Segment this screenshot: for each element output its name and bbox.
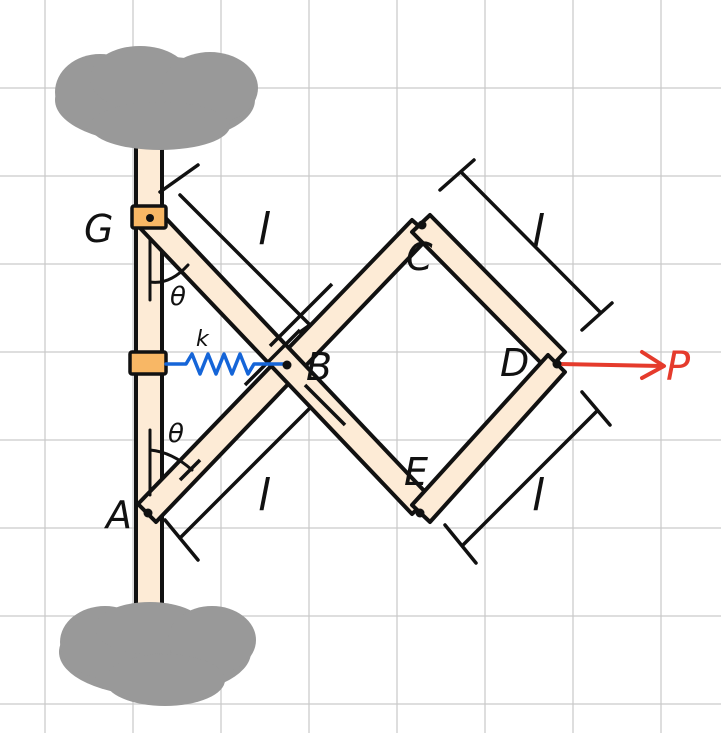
pin-g (146, 214, 154, 222)
label-d: D (500, 341, 529, 385)
pin-c (417, 220, 427, 230)
bar-e-d (410, 353, 567, 524)
collar-middle (128, 350, 168, 376)
label-a: A (103, 493, 132, 537)
dimension-lines (158, 158, 614, 565)
label-theta-upper: θ (170, 282, 186, 312)
spring-k (164, 352, 290, 376)
label-length-cd: l (532, 206, 545, 257)
label-length-ed: l (532, 470, 545, 521)
label-b: B (306, 345, 332, 389)
label-length-gc: l (258, 204, 271, 255)
label-spring-k: k (196, 327, 210, 352)
crossing-detail (178, 282, 347, 482)
label-theta-lower: θ (168, 419, 184, 449)
pin-e (415, 508, 425, 518)
angle-arcs (148, 238, 194, 497)
label-g: G (84, 207, 113, 251)
label-force-p: P (666, 344, 691, 390)
label-length-ab: l (258, 470, 271, 521)
pin-b (282, 360, 292, 370)
pin-a (143, 508, 153, 518)
bottom-support-cloud (59, 602, 256, 706)
pin-d (552, 359, 562, 369)
top-support-cloud (55, 46, 258, 150)
label-c: C (406, 235, 433, 279)
label-e: E (404, 450, 428, 494)
force-arrow-icon (558, 350, 666, 380)
pins (143, 214, 562, 518)
